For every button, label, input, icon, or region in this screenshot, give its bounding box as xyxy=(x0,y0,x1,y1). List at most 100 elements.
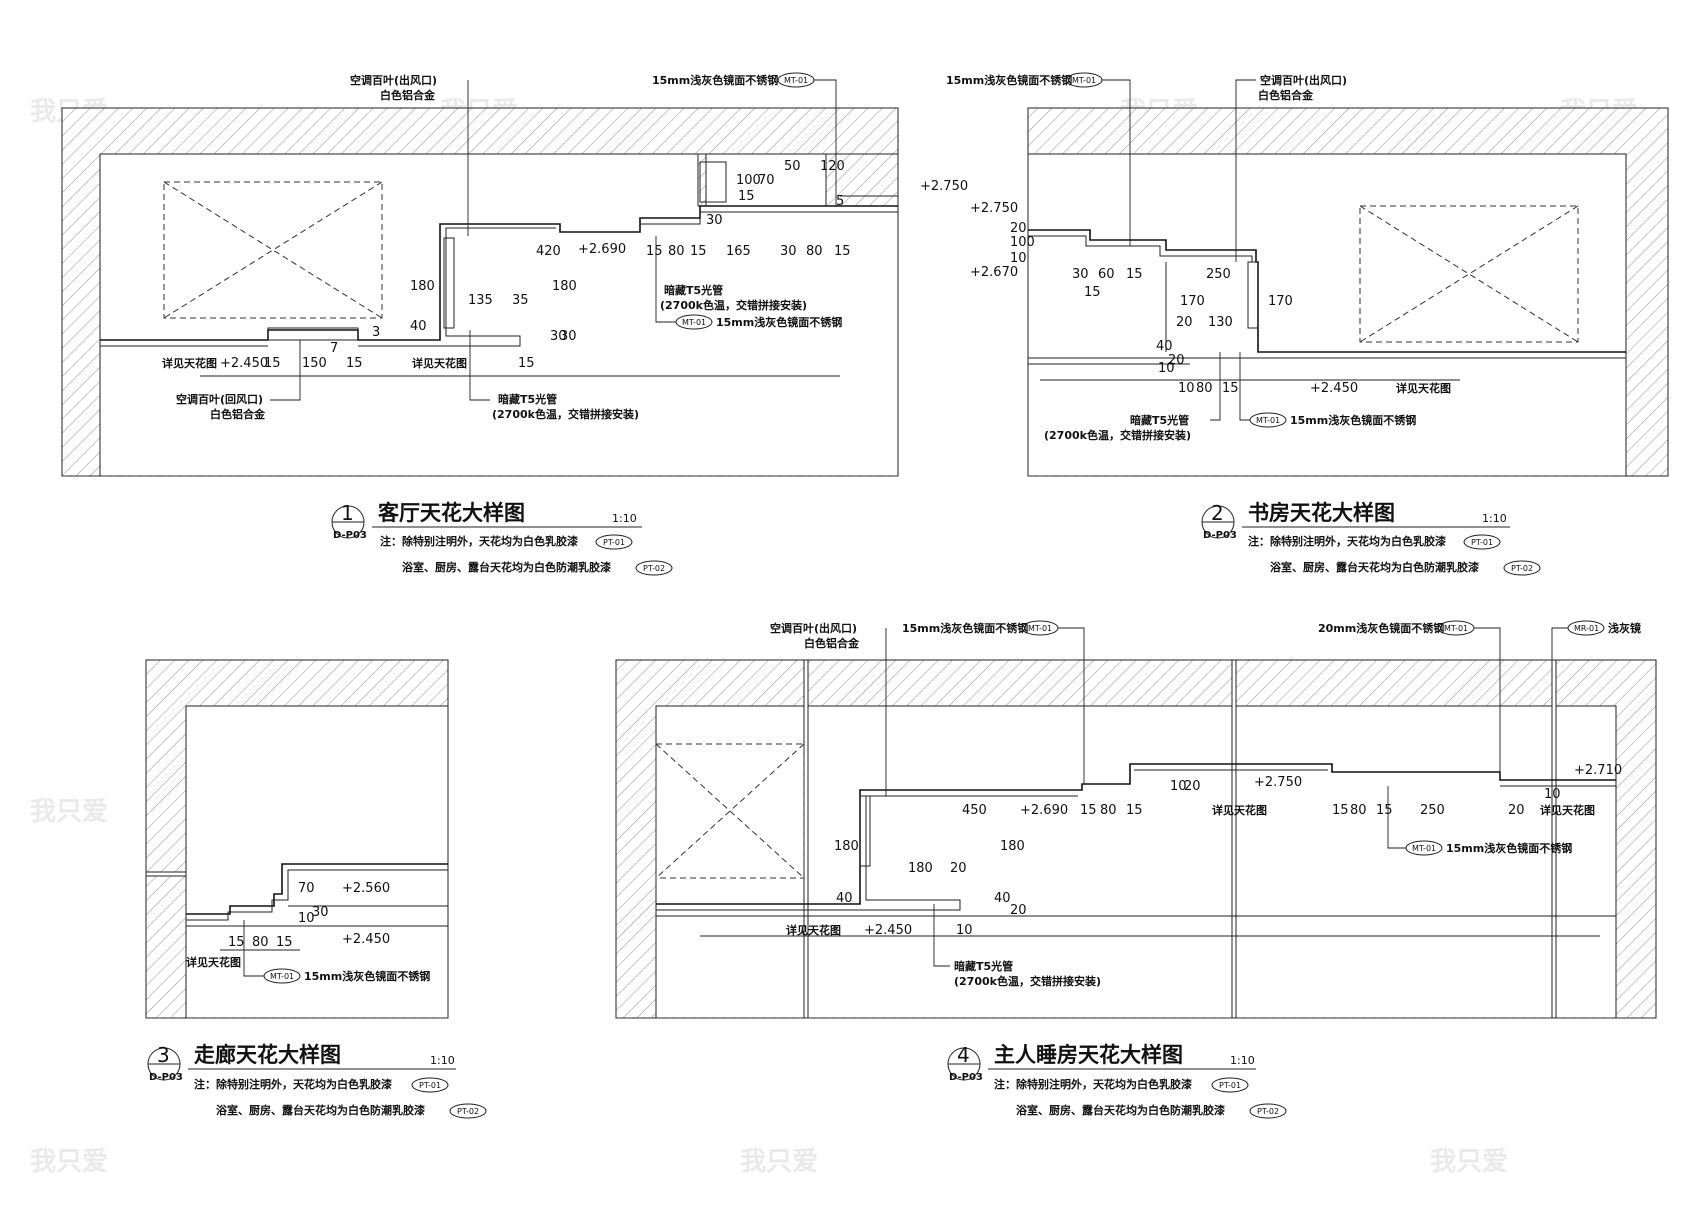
dimension: 100 xyxy=(736,173,761,188)
dimension: 15 xyxy=(738,189,755,204)
section-break xyxy=(803,659,809,1019)
dimension: 10 xyxy=(956,923,973,938)
dimension: 30 xyxy=(312,905,329,920)
dimension: 20 xyxy=(1184,779,1201,794)
dimension: 450 xyxy=(962,803,987,818)
material-tag-text: MT-01 xyxy=(1256,416,1280,425)
dimension: 20 xyxy=(1176,315,1193,330)
ac-unit-cross xyxy=(163,181,383,319)
level-mark: +2.750 xyxy=(970,201,1018,216)
dimension: 30 xyxy=(706,213,723,228)
dimension: 70 xyxy=(298,881,315,896)
steel-a-label: 15mm浅灰色镜面不锈钢 xyxy=(902,621,1028,635)
finish-tag xyxy=(1249,1103,1287,1119)
outlet-label: 空调百叶(出风口) xyxy=(1260,73,1347,87)
dimension: 30 xyxy=(560,329,577,344)
dimension: 170 xyxy=(1180,294,1205,309)
see-ceiling-note: 详见天花图 xyxy=(786,923,841,937)
dimension: 40 xyxy=(836,891,853,906)
steel-c-label: 15mm浅灰色镜面不锈钢 xyxy=(1446,841,1572,855)
leader-line xyxy=(933,904,950,967)
detail-title: 书房天花大样图 xyxy=(1248,501,1395,525)
finish-tag xyxy=(635,560,673,576)
room-space xyxy=(655,705,1617,1019)
detail-2-study: 15mm浅灰色镜面不锈钢 MT-01 空调百叶(出风口) 白色铝合金 +2.75… xyxy=(946,72,1669,576)
material-tag-text: MR-01 xyxy=(1574,624,1599,633)
ac-unit-cross xyxy=(163,181,383,319)
dimension: 120 xyxy=(820,159,845,174)
ac-unit-outline xyxy=(655,743,805,879)
light-label: 暗藏T5光管 xyxy=(954,959,1013,973)
see-ceiling-note: 详见天花图 xyxy=(412,356,467,370)
dimension: 70 xyxy=(758,173,775,188)
dimension: 80 xyxy=(1350,803,1367,818)
dimension: 15 xyxy=(264,356,281,371)
dimension: 10 xyxy=(1010,251,1027,266)
dimension: 130 xyxy=(1208,315,1233,330)
dimension: 15 xyxy=(1222,381,1239,396)
dimension: 15 xyxy=(1376,803,1393,818)
dimension: 100 xyxy=(1010,235,1035,250)
dimension: 135 xyxy=(468,293,493,308)
dimension: 80 xyxy=(806,244,823,259)
dimension: 5 xyxy=(836,194,844,209)
ac-unit-outline xyxy=(1359,205,1579,343)
dimension: 180 xyxy=(834,839,859,854)
level-mark: +2.750 xyxy=(1254,775,1302,790)
finish-tag xyxy=(449,1103,487,1119)
material-tag-text: MT-01 xyxy=(1444,624,1468,633)
level-mark: +2.710 xyxy=(1574,763,1622,778)
wet-area-note: 浴室、厨房、露台天花均为白色防潮乳胶漆 xyxy=(216,1103,425,1117)
return-grille xyxy=(267,327,359,341)
dimension: 15 xyxy=(834,244,851,259)
detail-title: 走廊天花大样图 xyxy=(194,1043,341,1067)
material-tag-text: MT-01 xyxy=(270,972,294,981)
finish-tag xyxy=(595,534,633,550)
level-mark: +2.670 xyxy=(970,265,1018,280)
ceiling-profile xyxy=(100,205,898,341)
detail-scale: 1:10 xyxy=(1230,1054,1255,1067)
detail-title: 客厅天花大样图 xyxy=(378,501,525,525)
steel-bottom-label: 15mm浅灰色镜面不锈钢 xyxy=(1290,413,1416,427)
level-mark: +2.450 xyxy=(864,923,912,938)
leader-line xyxy=(469,330,490,401)
sheet-ref: D-P03 xyxy=(149,1072,183,1083)
section-break xyxy=(1231,659,1237,1019)
level-mark: +2.560 xyxy=(342,881,390,896)
finish-tag-text: PT-01 xyxy=(1471,538,1493,547)
leader-line xyxy=(1102,79,1131,246)
room-space xyxy=(185,705,449,1019)
dimension: 80 xyxy=(668,244,685,259)
leader-line xyxy=(243,920,264,977)
steel-mid-label: 15mm浅灰色镜面不锈钢 xyxy=(716,315,842,329)
outlet-label: 空调百叶(出风口) xyxy=(770,621,857,635)
outlet-material: 白色铝合金 xyxy=(804,636,860,650)
dimension: 40 xyxy=(1156,339,1173,354)
light-note: (2700k色温，交错拼接安装) xyxy=(492,407,639,421)
steel-b-label: 20mm浅灰色镜面不锈钢 xyxy=(1318,621,1444,635)
light-label: 暗藏T5光管 xyxy=(1130,413,1189,427)
outlet-label: 空调百叶(出风口) xyxy=(350,73,437,87)
general-note: 注：除特别注明外，天花均为白色乳胶漆 xyxy=(994,1077,1192,1091)
dimension: 15 xyxy=(228,935,245,950)
dimension: 80 xyxy=(252,935,269,950)
dimension: 15 xyxy=(276,935,293,950)
dimension: 30 xyxy=(550,329,567,344)
finish-tag-text: PT-02 xyxy=(643,564,665,573)
sheet-ref: D-P03 xyxy=(1203,530,1237,541)
level-mark: +2.450 xyxy=(342,932,390,947)
outlet-grille xyxy=(859,795,871,867)
detail-number: 2 xyxy=(1211,501,1224,525)
dimension: 150 xyxy=(302,356,327,371)
leader-line xyxy=(1235,79,1256,262)
dimension: 10 xyxy=(1544,787,1561,802)
dimension: 40 xyxy=(410,319,427,334)
dimension: 20 xyxy=(950,861,967,876)
dimension: 170 xyxy=(1268,294,1293,309)
level-mark: +2.690 xyxy=(1020,803,1068,818)
dimension: 250 xyxy=(1420,803,1445,818)
ac-unit-cross xyxy=(1359,205,1579,343)
material-tag-text: MT-01 xyxy=(1412,844,1436,853)
detail-1-living-room: 空调百叶(出风口) 白色铝合金 15mm浅灰色镜面不锈钢 MT-01 +2.75… xyxy=(61,72,968,576)
detail-number: 1 xyxy=(341,501,354,525)
